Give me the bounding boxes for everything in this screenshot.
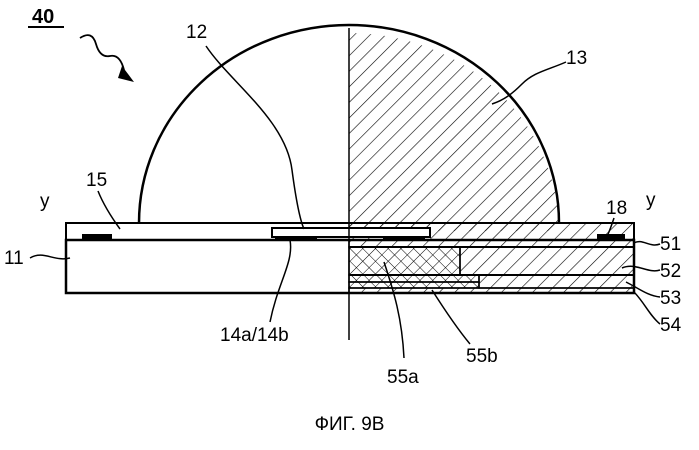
label-51: 51 [660, 234, 681, 255]
figure-caption: ФИГ. 9В [0, 414, 699, 436]
label-11: 11 [4, 248, 24, 269]
layer-52 [460, 247, 634, 275]
via-55a [349, 247, 460, 275]
label-55a: 55a [387, 367, 419, 388]
label-18: 18 [606, 198, 627, 219]
label-54: 54 [660, 315, 682, 336]
label-40: 40 [32, 6, 54, 28]
label-y-left: y [40, 191, 50, 212]
label-52: 52 [660, 261, 681, 282]
label-13: 13 [566, 48, 587, 69]
label-53: 53 [660, 288, 681, 309]
squiggle-arrow [80, 35, 124, 70]
label-y-right: y [646, 190, 656, 211]
via-55b [349, 282, 479, 288]
label-15: 15 [86, 170, 107, 191]
layer-51 [349, 240, 634, 247]
label-12: 12 [186, 22, 207, 43]
label-14a-14b: 14a/14b [220, 325, 289, 346]
label-55b: 55b [466, 346, 498, 367]
layer-53 [479, 275, 634, 288]
